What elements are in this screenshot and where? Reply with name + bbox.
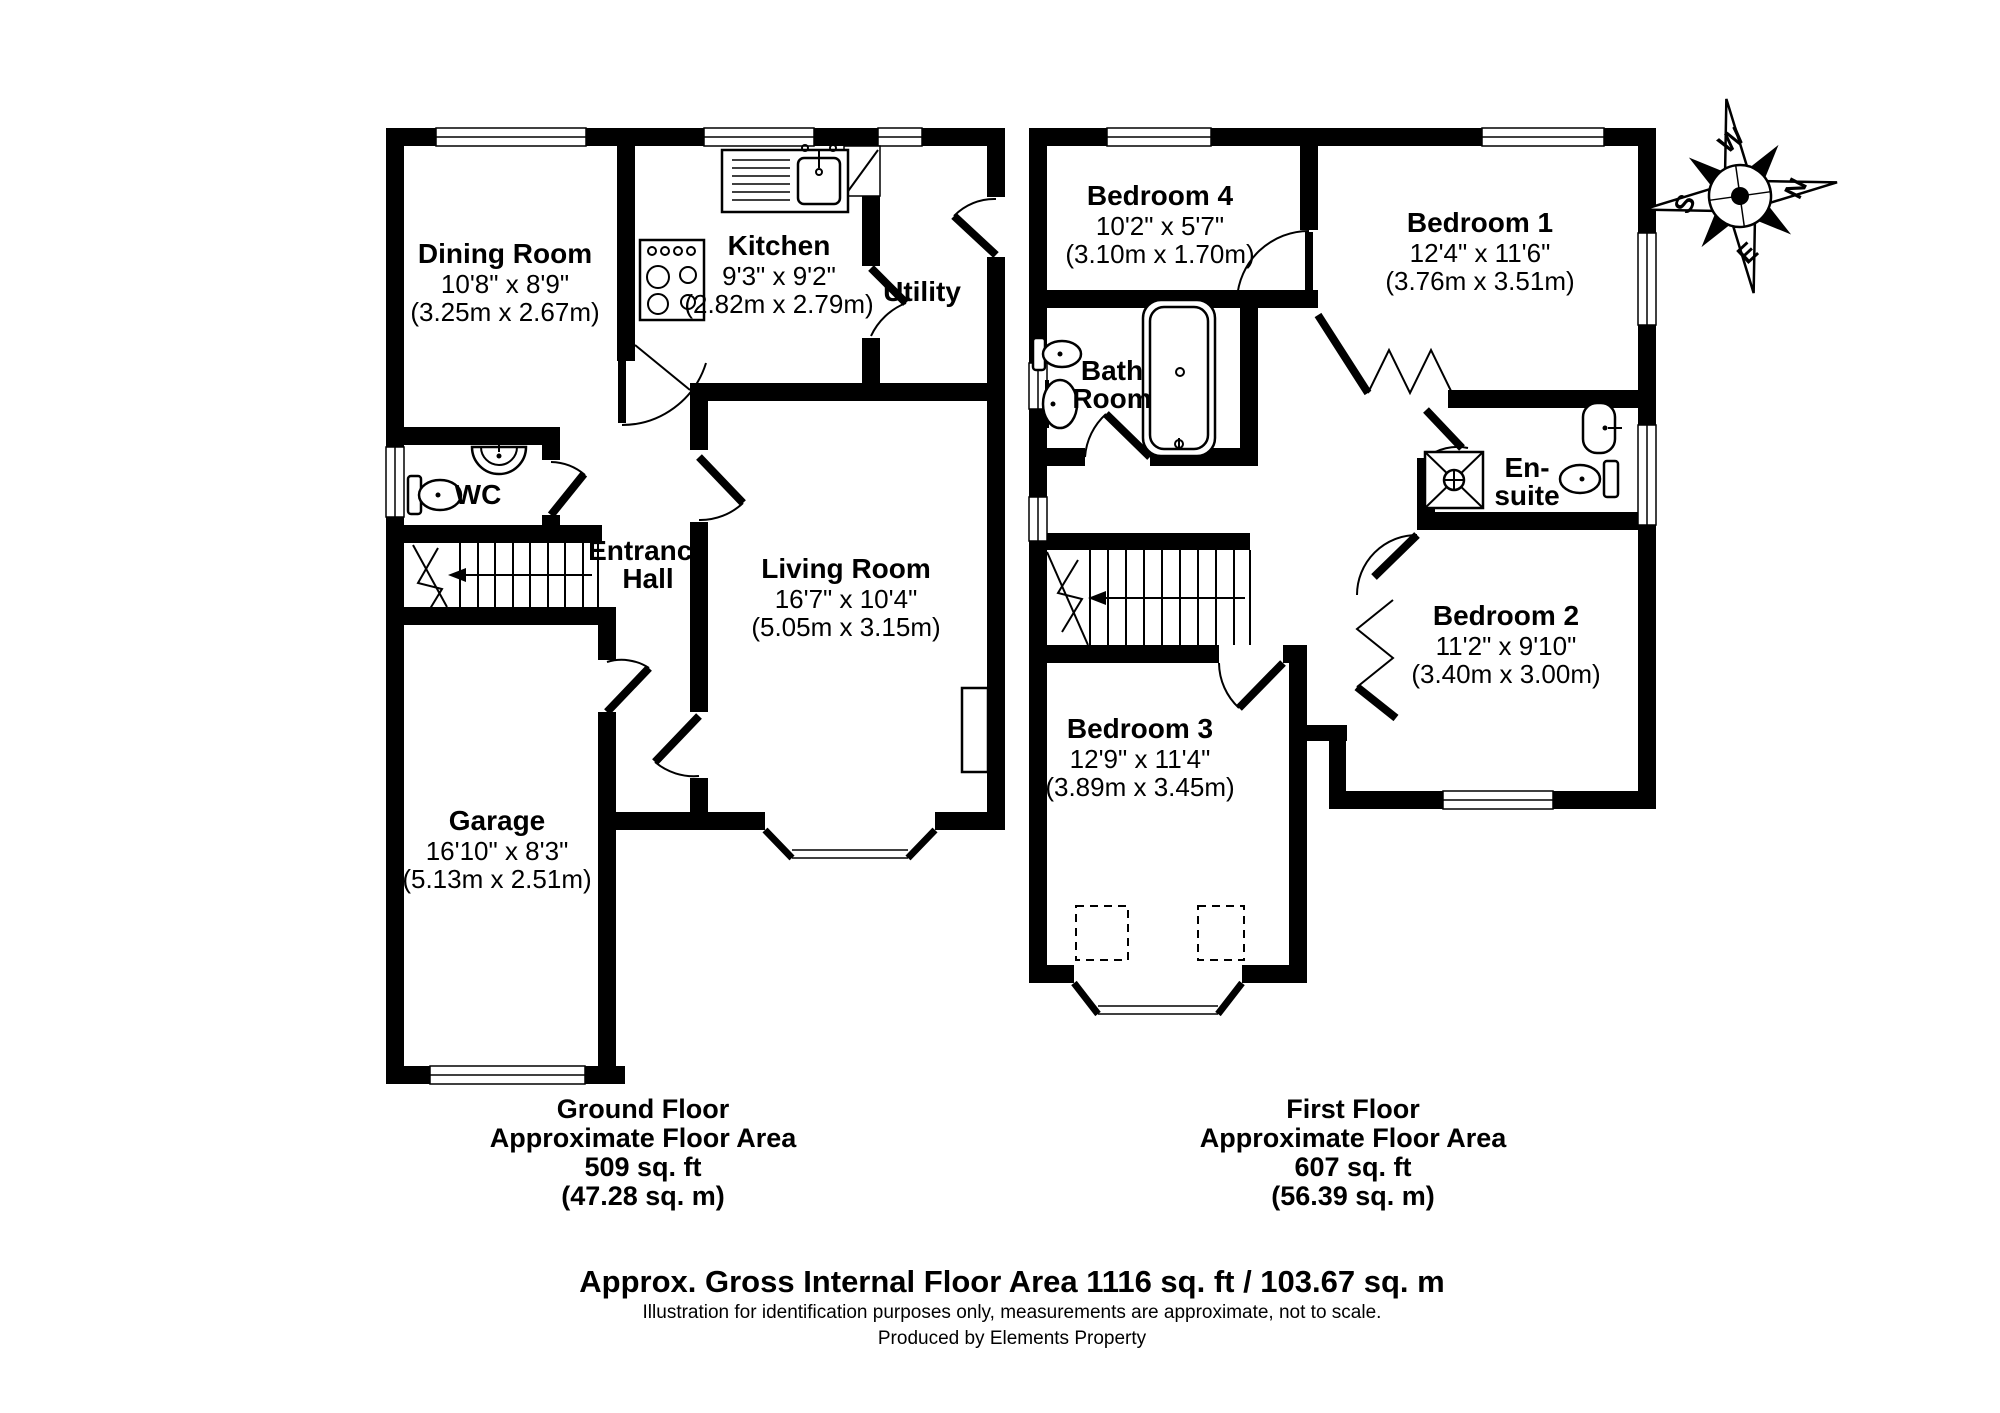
ground-floor-stairs: [412, 543, 599, 623]
bedroom4-label: Bedroom 4: [1087, 180, 1234, 211]
bedroom4-size-metric: (3.10m x 1.70m): [1065, 239, 1254, 269]
compass-rose: W N E S: [1642, 98, 1838, 294]
compass-east-label: E: [1731, 236, 1764, 270]
bedroom1-size-metric: (3.76m x 3.51m): [1385, 266, 1574, 296]
ensuite-label-line1: En-: [1504, 452, 1549, 483]
bedroom2-label: Bedroom 2: [1433, 600, 1579, 631]
first-floor-subtitle: Approximate Floor Area: [1200, 1123, 1508, 1153]
dining-room-label: Dining Room: [418, 238, 592, 269]
bedroom2-size-metric: (3.40m x 3.00m): [1411, 659, 1600, 689]
first-floor-stairs: [1046, 550, 1251, 646]
kitchen-sink: [720, 144, 850, 214]
ensuite-shower: [1423, 450, 1485, 510]
first-floor-labels: Bedroom 4 10'2" x 5'7" (3.10m x 1.70m) B…: [1045, 180, 1600, 802]
ground-floor-title: Ground Floor: [557, 1094, 730, 1124]
ensuite-toilet: [1558, 459, 1620, 499]
dining-room-size-imperial: 10'8" x 8'9": [441, 269, 569, 299]
bathroom-label-line2: Room: [1072, 383, 1151, 414]
kitchen-size-metric: (2.82m x 2.79m): [684, 289, 873, 319]
ground-floor-area-ft: 509 sq. ft: [584, 1152, 701, 1182]
first-floor-area-ft: 607 sq. ft: [1294, 1152, 1411, 1182]
wc-sink: [470, 441, 528, 476]
kitchen-label: Kitchen: [728, 230, 831, 261]
first-floor-plan: Bedroom 4 10'2" x 5'7" (3.10m x 1.70m) B…: [1028, 127, 1657, 1017]
bathroom-toilet: [1031, 336, 1083, 372]
bedroom1-size-imperial: 12'4" x 11'6": [1410, 238, 1551, 268]
living-room-size-imperial: 16'7" x 10'4": [775, 584, 918, 614]
bedroom3-dashed-area-right: [1197, 905, 1245, 961]
ground-floor-doors: [547, 197, 999, 778]
porch-recess: [843, 145, 881, 197]
bedroom3-dashed-area-left: [1075, 905, 1129, 961]
first-floor-doors: [1084, 229, 1469, 722]
wc-label: WC: [455, 479, 502, 510]
bathroom-sink: [1041, 378, 1079, 430]
bathroom-bathtub: [1141, 298, 1217, 458]
garage-label: Garage: [449, 805, 546, 836]
garage-size-metric: (5.13m x 2.51m): [402, 864, 591, 894]
bathroom-label-line1: Bath: [1081, 355, 1143, 386]
bedroom3-size-imperial: 12'9" x 11'4": [1070, 744, 1211, 774]
compass-west-label: W: [1712, 120, 1750, 159]
living-room-label: Living Room: [761, 553, 931, 584]
entrance-hall-label-line1: Entrance: [588, 535, 708, 566]
utility-label: Utility: [883, 276, 961, 307]
bedroom4-size-imperial: 10'2" x 5'7": [1096, 211, 1224, 241]
first-floor-windows: [1028, 127, 1657, 810]
ground-floor-plan: Dining Room 10'8" x 8'9" (3.25m x 2.67m)…: [385, 127, 1005, 1085]
bedroom3-size-metric: (3.89m x 3.45m): [1045, 772, 1234, 802]
dining-room-size-metric: (3.25m x 2.67m): [410, 297, 599, 327]
entrance-hall-label-line2: Hall: [622, 563, 673, 594]
ground-floor-summary: Ground Floor Approximate Floor Area 509 …: [490, 1094, 798, 1211]
ground-floor-windows: [385, 127, 923, 1085]
producer-text: Produced by Elements Property: [878, 1328, 1147, 1349]
ground-floor-door-gaps: [542, 197, 1005, 778]
ground-floor-subtitle: Approximate Floor Area: [490, 1123, 798, 1153]
gross-internal-area-text: Approx. Gross Internal Floor Area 1116 s…: [579, 1264, 1444, 1299]
bedroom3-label: Bedroom 3: [1067, 713, 1213, 744]
kitchen-hob: [638, 238, 706, 322]
wc-toilet: [406, 474, 463, 516]
bedroom3-bay-window: [1071, 965, 1245, 1017]
ground-floor-area-m: (47.28 sq. m): [561, 1181, 725, 1211]
ground-floor-labels: Dining Room 10'8" x 8'9" (3.25m x 2.67m)…: [402, 230, 961, 894]
footer: Approx. Gross Internal Floor Area 1116 s…: [579, 1264, 1444, 1349]
living-room-bay-window: [762, 812, 938, 861]
bedroom2-size-imperial: 11'2" x 9'10": [1436, 631, 1577, 661]
first-floor-title: First Floor: [1286, 1094, 1420, 1124]
ensuite-label-line2: suite: [1494, 480, 1559, 511]
ensuite-sink: [1581, 401, 1622, 455]
disclaimer-text: Illustration for identification purposes…: [643, 1302, 1382, 1323]
first-floor-area-m: (56.39 sq. m): [1271, 1181, 1435, 1211]
bedroom1-label: Bedroom 1: [1407, 207, 1553, 238]
garage-size-imperial: 16'10" x 8'3": [426, 836, 569, 866]
living-room-radiator: [960, 686, 990, 774]
living-room-size-metric: (5.05m x 3.15m): [751, 612, 940, 642]
kitchen-size-imperial: 9'3" x 9'2": [722, 261, 836, 291]
first-floor-summary: First Floor Approximate Floor Area 607 s…: [1200, 1094, 1508, 1211]
